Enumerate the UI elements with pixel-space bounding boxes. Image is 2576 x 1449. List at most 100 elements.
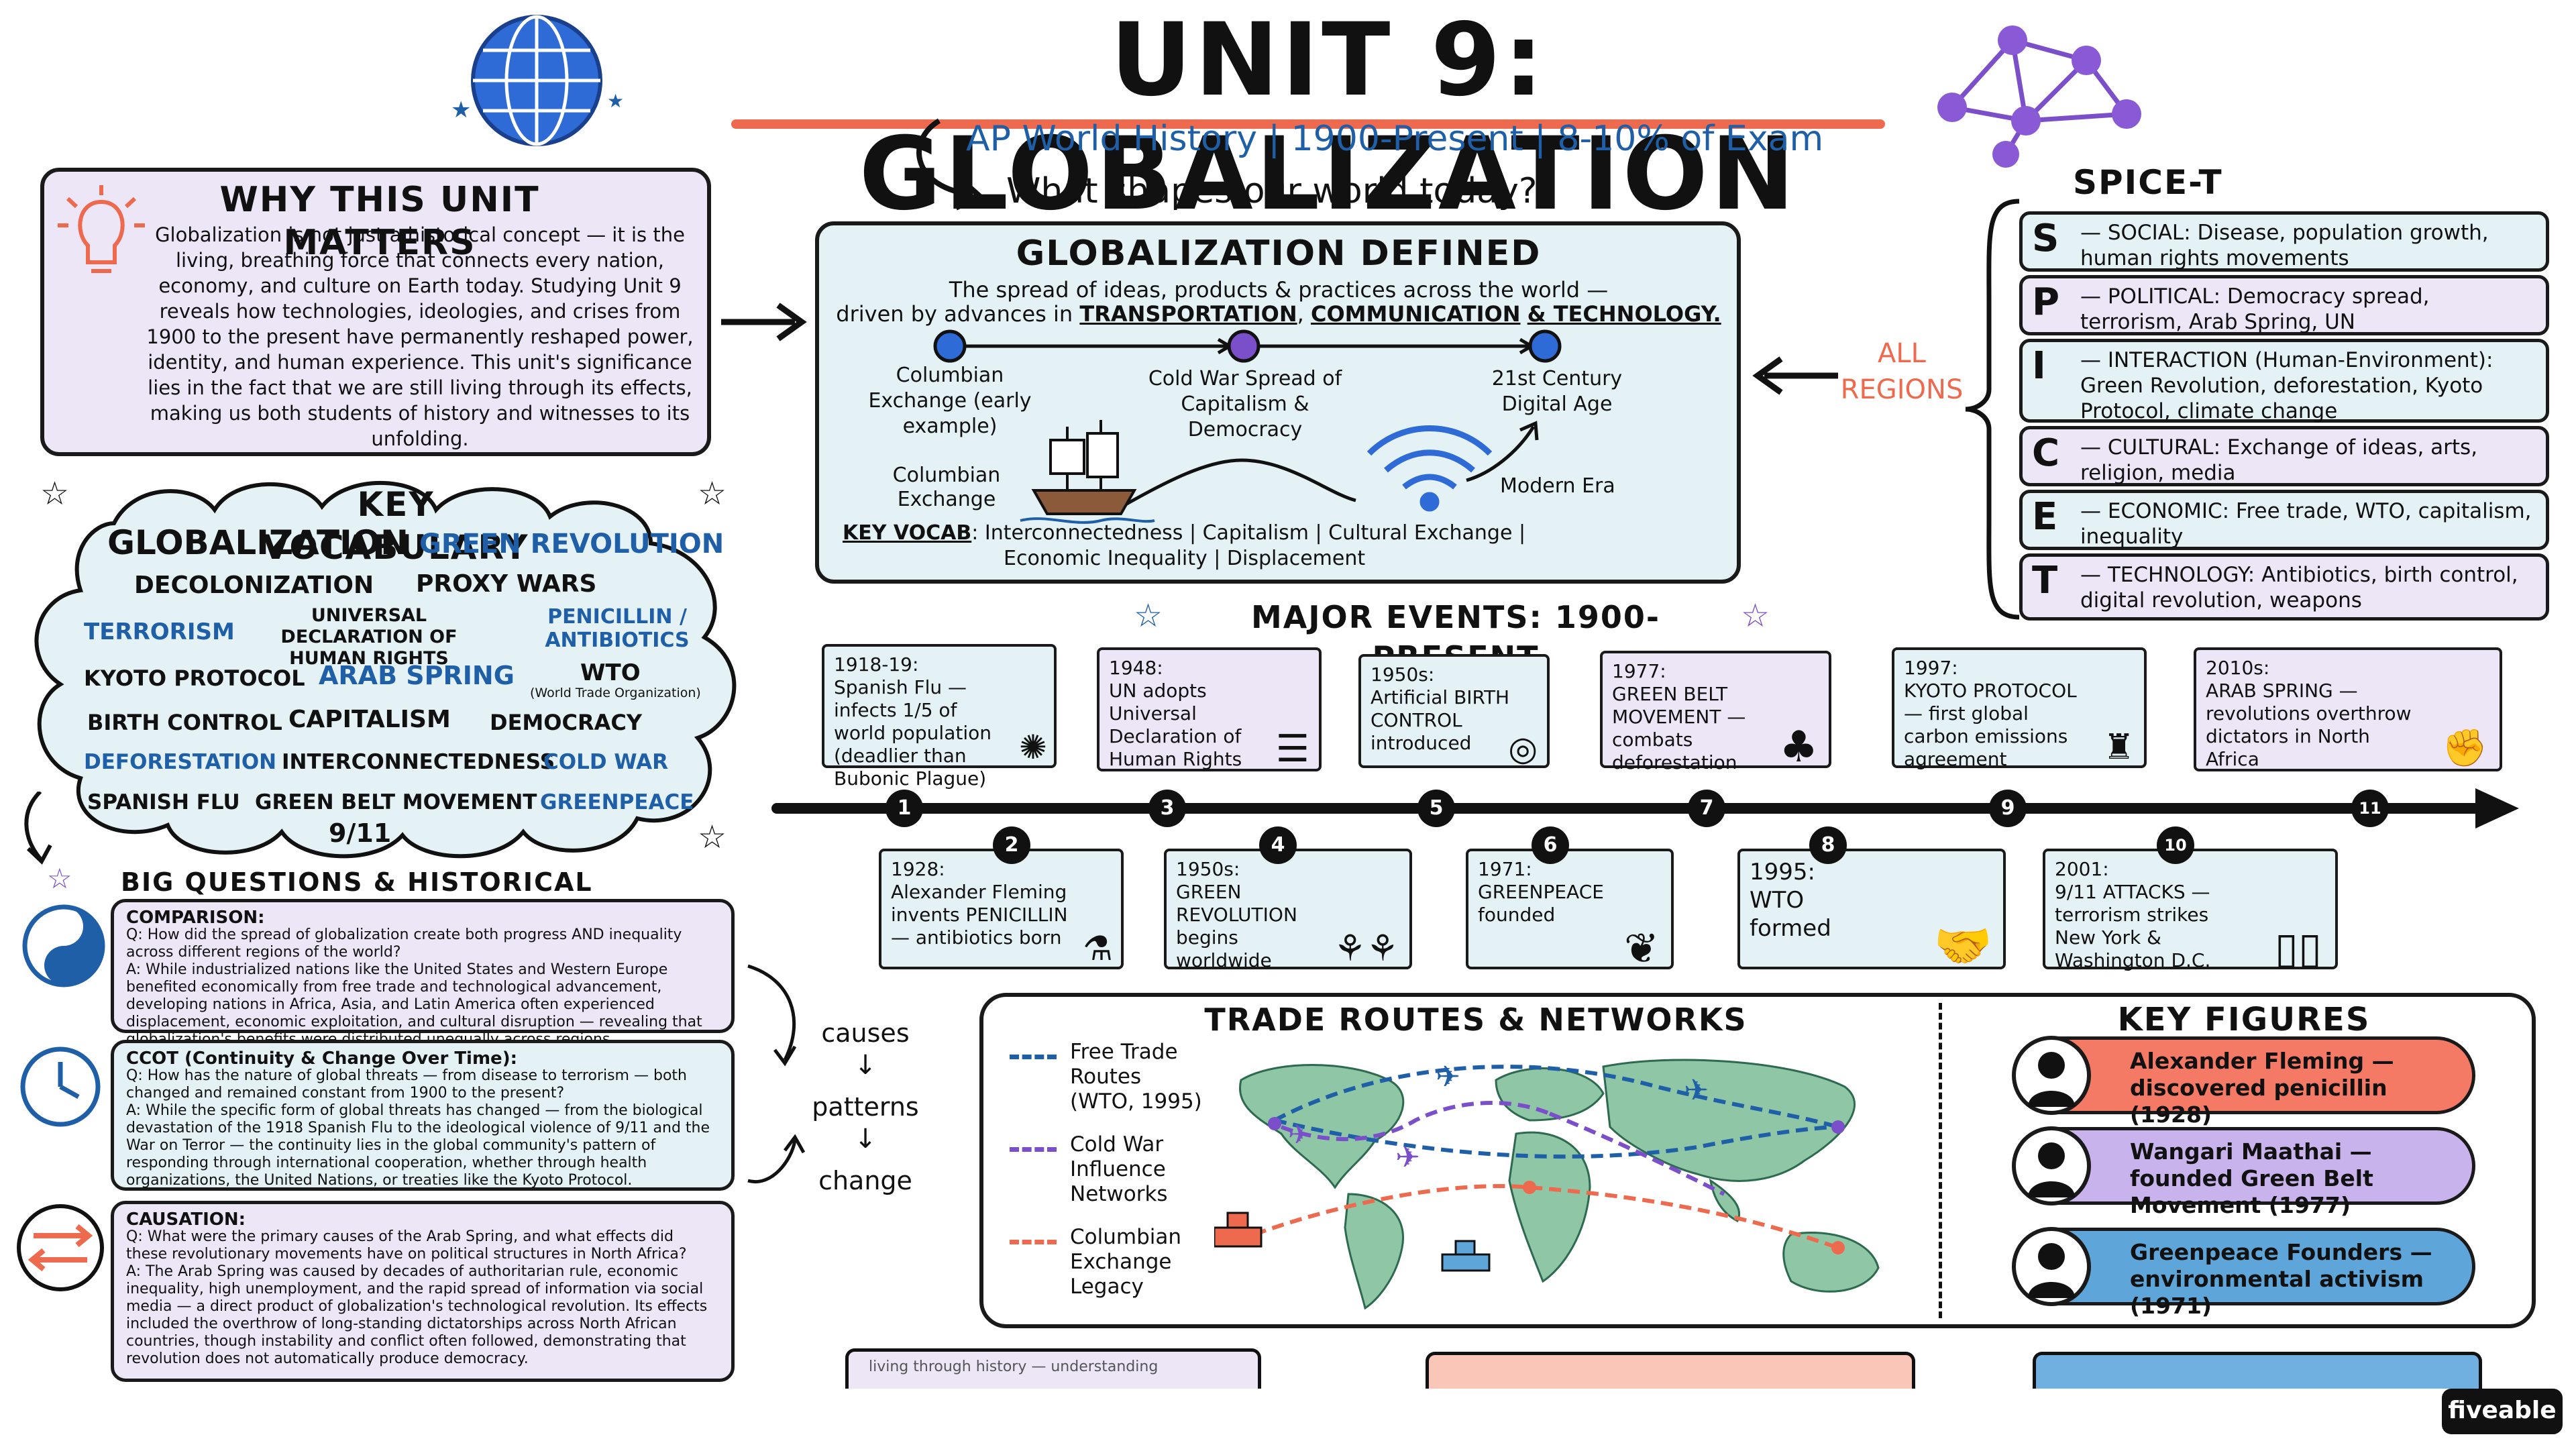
event-date: 1948: [1109, 657, 1163, 679]
question-type: CAUSATION: [126, 1210, 246, 1230]
spice-letter: E [2032, 495, 2058, 539]
trade-figures-panel [979, 993, 2536, 1328]
star-icon: ☆ [1134, 597, 1163, 635]
event-card-11: 2010s: ARAB SPRING — revolutions overthr… [2194, 647, 2502, 771]
why-body: Globalization is not just a historical c… [146, 223, 694, 450]
event-card-8: 1995: WTO formed 🤝 [1737, 849, 2006, 969]
event-text: UN adopts Universal Declaration of Human… [1109, 680, 1242, 770]
vocab-term: DECOLONIZATION [134, 572, 374, 599]
spice-letter: C [2032, 431, 2060, 475]
legend-free-trade: Free Trade Routes (WTO, 1995) [1070, 1040, 1202, 1114]
vocab-term: CAPITALISM [288, 706, 451, 733]
star-icon: ☆ [40, 475, 70, 513]
spice-row-social: S — SOCIAL: Disease, population growth, … [2019, 211, 2549, 272]
document-icon: ☰ [1275, 727, 1309, 771]
footer-strip-3 [2033, 1352, 2482, 1389]
spice-text: — CULTURAL: Exchange of ideas, arts, rel… [2080, 435, 2478, 485]
trade-title: TRADE ROUTES & NETWORKS [1204, 1002, 1748, 1038]
wheat-icon: ⚘⚘ [1334, 927, 1399, 969]
question-q: Q: What were the primary causes of the A… [126, 1228, 687, 1263]
white-mask [0, 1389, 2576, 1449]
legend-line-columbian [1010, 1240, 1057, 1244]
defined-line1: The spread of ideas, products & practice… [949, 277, 1609, 303]
flask-icon: ⚗ [1083, 929, 1113, 968]
virus-icon: ✺ [1019, 728, 1047, 767]
vocab-term: KYOTO PROTOCOL [84, 665, 305, 691]
event-date: 1928: [891, 858, 945, 880]
key-transportation: TRANSPORTATION [1079, 301, 1297, 327]
vocab-term: PROXY WARS [416, 570, 597, 598]
svg-text:★: ★ [451, 97, 471, 123]
spice-text: — ECONOMIC: Free trade, WTO, capitalism,… [2080, 499, 2532, 549]
footer-strip-2 [1426, 1352, 1915, 1389]
spice-brace [1959, 195, 2026, 624]
timeline-node: 2 [993, 826, 1030, 864]
spice-letter: I [2032, 344, 2046, 388]
network-icon [1925, 20, 2147, 168]
vocab-term: COLD WAR [543, 750, 669, 774]
vocab-term: (World Trade Organization) [530, 686, 701, 700]
event-text: GREEN BELT MOVEMENT — combats deforestat… [1612, 683, 1746, 773]
vocab-term: INTERCONNECTEDNESS [282, 750, 555, 774]
timeline-arrowhead [2475, 785, 2522, 832]
timeline-node: 1 [885, 790, 923, 827]
event-date: 1995: [1750, 859, 1815, 885]
stage-2-label: Cold War Spread of Capitalism & Democrac… [1148, 367, 1342, 441]
down-arrow-icon [13, 790, 67, 865]
cargo-ship-icon [1441, 1240, 1491, 1272]
curved-arrow-icon [899, 114, 993, 215]
spice-row-economic: E — ECONOMIC: Free trade, WTO, capitalis… [2019, 490, 2549, 550]
flow-arrow-down: ↓ [854, 1124, 877, 1155]
event-date: 1950s: [1371, 663, 1435, 686]
spice-text: — SOCIAL: Disease, population growth, hu… [2080, 221, 2489, 270]
arrow-left-icon [1751, 356, 1838, 396]
figure-text: Greenpeace Founders — environmental acti… [2130, 1239, 2432, 1319]
key-communication: COMMUNICATION [1310, 301, 1521, 327]
svg-text:✈: ✈ [1288, 1120, 1311, 1150]
star-icon: ☆ [698, 818, 727, 856]
spice-text: — POLITICAL: Democracy spread, terrorism… [2080, 284, 2430, 334]
vocab-term: GREEN BELT MOVEMENT [255, 790, 537, 814]
handshake-icon: 🤝 [1933, 918, 1992, 973]
vocab-cloud: ☆ ☆ ☆ [20, 470, 765, 865]
page-title: UNIT 9: GLOBALIZATION [859, 2, 1798, 233]
vocab-term: GLOBALIZATION [107, 523, 409, 562]
question-q: Q: How has the nature of global threats … [126, 1067, 687, 1102]
timeline-node: 11 [2351, 790, 2389, 827]
panel-divider [1939, 1003, 1942, 1318]
brand-logo-text: fiveable [2448, 1397, 2557, 1424]
defined-vocab-text2: Economic Inequality | Displacement [1004, 547, 1366, 570]
figure-text: Wangari Maathai — founded Green Belt Mov… [2130, 1138, 2373, 1218]
all-regions-label: ALL REGIONS [1840, 338, 1964, 405]
factory-icon: ♜ [2103, 727, 2135, 767]
arrow-right-icon [721, 302, 808, 342]
vocab-title: KEY VOCABULARY [262, 485, 529, 567]
key-technology: & TECHNOLOGY. [1527, 301, 1721, 327]
event-card-1: 1918-19: Spanish Flu — infects 1/5 of wo… [822, 644, 1057, 790]
vocab-term: TERRORISM [84, 619, 235, 645]
spice-text: — TECHNOLOGY: Antibiotics, birth control… [2080, 563, 2518, 612]
event-card-5: 1950s: Artificial BIRTH CONTROL introduc… [1358, 654, 1550, 768]
event-text: KYOTO PROTOCOL — first global carbon emi… [1904, 680, 2077, 770]
vocab-term: DEFORESTATION [84, 750, 277, 774]
figure-maathai: Wangari Maathai — founded Green Belt Mov… [2012, 1126, 2475, 1218]
event-text: Artificial BIRTH CONTROL introduced [1371, 686, 1510, 754]
event-date: 1918-19: [834, 653, 919, 676]
timeline-node: 4 [1259, 826, 1297, 864]
vocab-term: GREEN REVOLUTION [419, 529, 724, 559]
spice-row-technology: T — TECHNOLOGY: Antibiotics, birth contr… [2019, 553, 2549, 621]
timeline-node: 6 [1532, 826, 1569, 864]
vocab-term: PENICILLIN / ANTIBIOTICS [545, 605, 690, 652]
event-date: 1971: [1478, 858, 1532, 880]
svg-text:✈: ✈ [1684, 1073, 1709, 1108]
exchange-arrows-icon [13, 1201, 107, 1295]
timeline-node: 8 [1809, 826, 1847, 864]
legend-line-cold-war [1010, 1147, 1057, 1152]
event-text: GREENPEACE founded [1478, 881, 1604, 926]
event-date: 2010s: [2206, 657, 2270, 679]
vocab-term: WTO [580, 659, 641, 686]
event-card-4: 1950s: GREEN REVOLUTION begins worldwide… [1164, 849, 1412, 971]
why-title: WHY THIS UNIT MATTERS [219, 180, 540, 263]
event-card-10: 2001: 9/11 ATTACKS — terrorism strikes N… [2043, 849, 2338, 971]
brand-logo[interactable]: fiveable [2442, 1389, 2563, 1434]
